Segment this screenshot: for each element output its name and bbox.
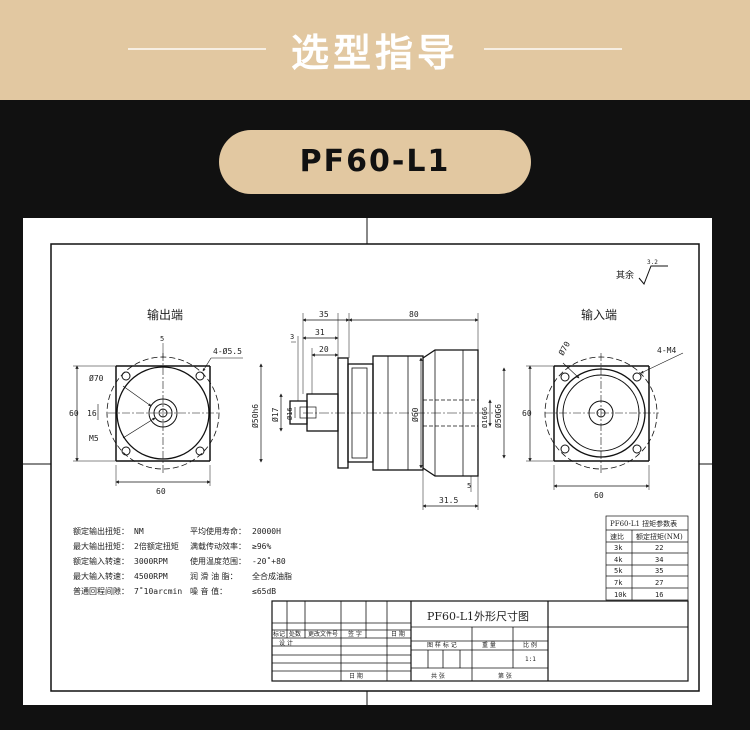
roughness-symbol (638, 265, 668, 285)
torque-value: 34 (655, 556, 663, 564)
output-dim-circle: Ø70 (89, 373, 104, 383)
torque-ratio: 5k (614, 567, 623, 575)
roughness-value: 3.2 (647, 259, 658, 266)
design-label: 设 计 (279, 639, 293, 647)
rev-header: 标记 (273, 630, 285, 638)
header-banner: 选型指导 (0, 0, 750, 100)
rev-header: 日 期 (391, 630, 405, 638)
sheet-number: 第 张 (498, 672, 512, 680)
spec-value: 4500RPM (134, 572, 168, 581)
torque-ratio: 10k (614, 591, 627, 599)
torque-value: 16 (655, 591, 663, 599)
torque-table-header: 额定扭矩(NM) (636, 532, 683, 541)
title-block: PF60-L1外形尺寸图 标记 处数 更改文件号 签 字 日 期 设 计 图 样… (273, 609, 537, 680)
dim-d17: Ø17 (270, 407, 280, 422)
input-end-view (526, 352, 684, 490)
torque-ratio: 4k (614, 556, 623, 564)
input-dim-hole: 4-M4 (657, 346, 676, 355)
output-dim-5: 5 (160, 335, 164, 343)
header-left-line (128, 48, 266, 50)
spec-label: 润 滑 油 脂： (190, 571, 238, 581)
torque-table-grid (605, 515, 689, 601)
ratio-label: 比 例 (523, 641, 537, 649)
weight-label: 重 量 (482, 641, 496, 649)
header-title: 选型指导 (290, 31, 459, 75)
dim-31-5: 31.5 (439, 496, 458, 505)
spec-label: 使用温度范围： (190, 556, 246, 566)
torque-table: PF60-L1 扭矩参数表 速比 额定扭矩(NM) 3k 22 4k 34 5k… (610, 519, 683, 599)
spec-label: 额定输入转速： (73, 556, 129, 566)
drawing-sheet: 其余 3.2 输出端 4-Ø5.5 Ø70 60 16 5 M5 60 35 3… (23, 218, 712, 705)
rev-header: 签 字 (348, 630, 362, 638)
drawing-title: PF60-L1外形尺寸图 (427, 609, 529, 623)
dim-d16g6: Ø16G6 (481, 407, 489, 428)
header-right-line (484, 48, 622, 50)
output-dim-16: 16 (87, 409, 97, 418)
material-label: 图 样 标 记 (427, 641, 457, 649)
output-end-view (73, 343, 243, 486)
title-block-grid (271, 600, 689, 682)
dim-5b: 5 (467, 482, 471, 490)
rev-header: 处数 (289, 630, 301, 638)
sheet-total: 共 张 (431, 672, 445, 680)
model-pill-label: PF60-L1 (299, 144, 451, 179)
input-dim-width: 60 (594, 491, 604, 500)
date-label: 日 期 (349, 672, 363, 680)
output-dim-height: 60 (69, 409, 79, 418)
spec-label: 额定输出扭矩： (73, 526, 129, 536)
dim-d16: Ø16 (286, 407, 294, 420)
output-side-title: 输出端 (147, 307, 183, 322)
spec-value: 7˚10arcmin (134, 586, 182, 596)
spec-label: 最大输入转速： (73, 571, 129, 581)
torque-ratio: 3k (614, 544, 623, 552)
spec-value: 全合成油脂 (252, 571, 292, 581)
technical-drawing: 其余 3.2 输出端 4-Ø5.5 Ø70 60 16 5 M5 60 35 3… (23, 218, 712, 705)
spec-label: 噪 音 值： (190, 586, 227, 596)
side-section-view (259, 313, 506, 510)
input-dim-circle: Ø70 (556, 339, 572, 357)
spec-value: NM (134, 527, 144, 536)
dim-31: 31 (315, 328, 325, 337)
spec-value: 3000RPM (134, 557, 168, 566)
dim-d50g6: Ø50G6 (493, 404, 503, 428)
output-dim-m5: M5 (89, 434, 99, 443)
spec-label: 普通回程间隙： (73, 586, 129, 596)
torque-value: 22 (655, 544, 663, 552)
spec-value: -20˚+80 (252, 556, 286, 566)
torque-table-header: 速比 (610, 532, 624, 541)
spec-label: 最大输出扭矩： (73, 541, 129, 551)
dim-35: 35 (319, 310, 329, 319)
scale-value: 1:1 (525, 656, 536, 663)
input-side-title: 输入端 (581, 307, 617, 322)
drawing-frame (50, 243, 700, 692)
torque-value: 27 (655, 579, 663, 587)
model-pill: PF60-L1 (219, 130, 531, 194)
spec-label: 满载传动效率： (190, 541, 246, 551)
torque-table-title: PF60-L1 扭矩参数表 (610, 519, 677, 528)
spec-list: 额定输出扭矩： NM 平均使用寿命： 20000H 最大输出扭矩： 2倍额定扭矩… (73, 526, 292, 596)
dim-80: 80 (409, 310, 419, 319)
spec-value: ≥96% (252, 542, 271, 551)
rev-header: 更改文件号 (308, 630, 338, 638)
torque-ratio: 7k (614, 579, 623, 587)
torque-value: 35 (655, 567, 663, 575)
spec-value: 2倍额定扭矩 (134, 541, 179, 551)
dim-20: 20 (319, 345, 329, 354)
input-dim-height: 60 (522, 409, 532, 418)
output-dim-hole: 4-Ø5.5 (213, 346, 242, 356)
dim-d60: Ø60 (410, 407, 420, 422)
spec-value: 20000H (252, 527, 281, 536)
spec-label: 平均使用寿命： (190, 526, 246, 536)
dim-3: 3 (290, 333, 294, 341)
spec-value: ≤65dB (252, 587, 276, 596)
output-dim-width: 60 (156, 487, 166, 496)
dim-d50h6: Ø50h6 (250, 404, 260, 428)
roughness-label: 其余 (616, 269, 634, 281)
